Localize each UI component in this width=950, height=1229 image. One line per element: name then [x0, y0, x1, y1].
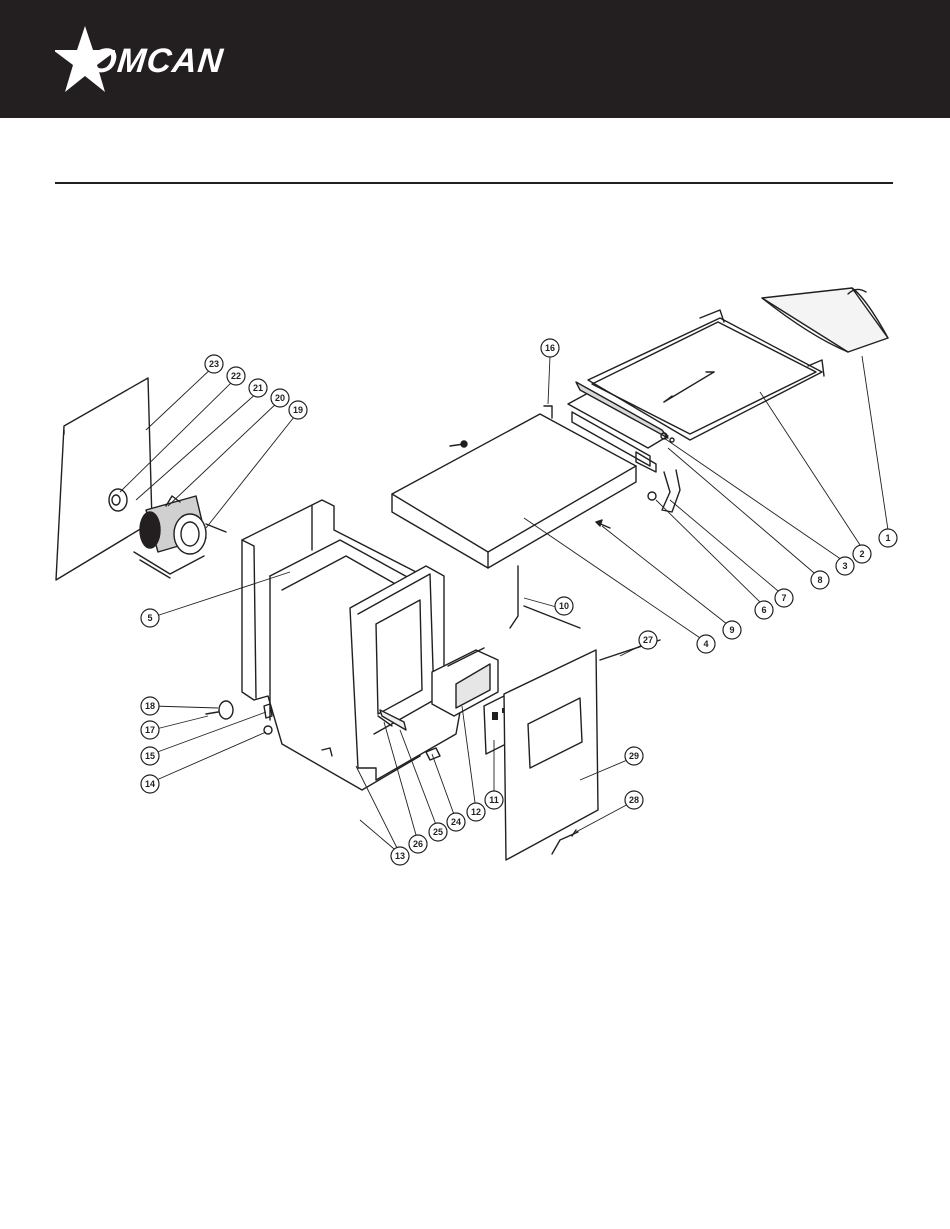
callout-24: 24 — [447, 813, 465, 831]
svg-text:26: 26 — [413, 839, 423, 849]
svg-text:12: 12 — [471, 807, 481, 817]
svg-text:13: 13 — [395, 851, 405, 861]
svg-text:10: 10 — [559, 601, 569, 611]
callout-25: 25 — [429, 823, 447, 841]
callout-29: 29 — [625, 747, 643, 765]
callout-28: 28 — [625, 791, 643, 809]
svg-text:3: 3 — [842, 561, 847, 571]
part-table-top — [392, 406, 636, 568]
svg-text:11: 11 — [489, 795, 499, 805]
callout-9: 9 — [723, 621, 741, 639]
callout-11: 11 — [485, 791, 503, 809]
callout-21: 21 — [249, 379, 267, 397]
callout-22: 22 — [227, 367, 245, 385]
part-tray-curved — [762, 288, 888, 352]
svg-text:18: 18 — [145, 701, 155, 711]
part-hook — [648, 470, 680, 512]
callout-23: 23 — [205, 355, 223, 373]
svg-text:2: 2 — [859, 549, 864, 559]
callout-3: 3 — [836, 557, 854, 575]
callout-4: 4 — [697, 635, 715, 653]
svg-text:4: 4 — [703, 639, 708, 649]
svg-text:25: 25 — [433, 827, 443, 837]
callout-6: 6 — [755, 601, 773, 619]
callout-13: 13 — [391, 847, 409, 865]
callout-1: 1 — [879, 529, 897, 547]
callout-15: 15 — [141, 747, 159, 765]
svg-text:15: 15 — [145, 751, 155, 761]
callout-18: 18 — [141, 697, 159, 715]
part-side-panel — [504, 650, 598, 860]
callout-14: 14 — [141, 775, 159, 793]
svg-text:7: 7 — [781, 593, 786, 603]
callout-12: 12 — [467, 803, 485, 821]
svg-text:29: 29 — [629, 751, 639, 761]
callout-8: 8 — [811, 571, 829, 589]
svg-text:8: 8 — [817, 575, 822, 585]
callout-17: 17 — [141, 721, 159, 739]
svg-text:14: 14 — [145, 779, 155, 789]
part-rod — [510, 566, 580, 628]
callout-20: 20 — [271, 389, 289, 407]
part-rear-panel — [56, 378, 152, 580]
svg-text:23: 23 — [209, 359, 219, 369]
callout-7: 7 — [775, 589, 793, 607]
svg-text:21: 21 — [253, 383, 263, 393]
callout-2: 2 — [853, 545, 871, 563]
svg-text:28: 28 — [629, 795, 639, 805]
svg-text:20: 20 — [275, 393, 285, 403]
svg-text:6: 6 — [761, 605, 766, 615]
svg-text:9: 9 — [729, 625, 734, 635]
svg-text:17: 17 — [145, 725, 155, 735]
callout-10: 10 — [555, 597, 573, 615]
svg-text:1: 1 — [885, 533, 890, 543]
leader-lines — [120, 356, 888, 854]
callout-26-front: 26 — [409, 835, 427, 853]
callout-16: 16 — [541, 339, 559, 357]
svg-text:5: 5 — [147, 613, 152, 623]
svg-text:27: 27 — [643, 635, 653, 645]
callout-27: 27 — [639, 631, 657, 649]
svg-text:22: 22 — [231, 371, 241, 381]
callout-19: 19 — [289, 401, 307, 419]
svg-text:16: 16 — [545, 343, 555, 353]
svg-text:24: 24 — [451, 817, 461, 827]
svg-text:19: 19 — [293, 405, 303, 415]
callout-5: 5 — [141, 609, 159, 627]
